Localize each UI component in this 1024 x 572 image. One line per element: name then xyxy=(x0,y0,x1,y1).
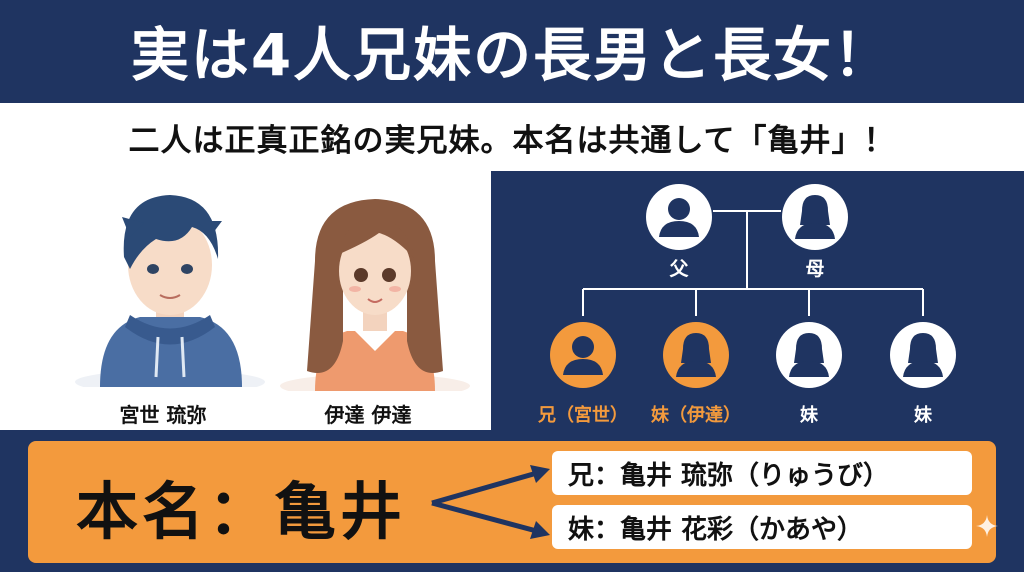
portrait-caption-sister: 伊達 伊達 xyxy=(324,403,412,427)
parent-node-mother xyxy=(782,184,848,250)
child-label-sister-3: 妹 xyxy=(913,405,933,426)
family-tree: 父 母 兄（宮世） 妹（伊達） 妹 妹 xyxy=(491,171,1024,430)
portrait-panel: 宮世 琉弥 伊達 伊達 xyxy=(0,171,491,430)
child-node-sister-2 xyxy=(776,322,842,388)
title-bar: 実は4人兄妹の長男と長女！ xyxy=(0,0,1024,100)
subtitle: 二人は正真正銘の実兄妹。本名は共通して「亀井」！ xyxy=(128,122,896,159)
parent-node-father xyxy=(646,184,712,250)
name-sister: 妹：亀井 花彩（かあや） xyxy=(568,514,864,545)
branch-arrows-icon xyxy=(431,465,550,539)
child-label-sister-1: 妹（伊達） xyxy=(650,404,741,426)
subtitle-band: 二人は正真正銘の実兄妹。本名は共通して「亀井」！ xyxy=(0,103,1024,171)
child-node-sister-1 xyxy=(663,322,729,388)
child-label-brother: 兄（宮世） xyxy=(537,404,628,426)
portrait-sister xyxy=(280,199,470,391)
child-node-brother xyxy=(550,322,616,388)
page-title: 実は4人兄妹の長男と長女！ xyxy=(130,21,894,89)
name-box-brother: 兄：亀井 琉弥（りゅうび） xyxy=(552,451,972,495)
family-tree-diagram: 父 母 兄（宮世） 妹（伊達） 妹 妹 xyxy=(537,184,956,426)
real-name-heading: 本名：亀井 xyxy=(76,475,407,548)
portrait-brother xyxy=(75,195,265,387)
name-box-sister: 妹：亀井 花彩（かあや） xyxy=(552,505,972,549)
name-brother: 兄：亀井 琉弥（りゅうび） xyxy=(568,460,890,491)
child-node-sister-3 xyxy=(890,322,956,388)
tree-lines xyxy=(582,210,924,316)
child-label-sister-2: 妹 xyxy=(799,405,819,426)
portrait-caption-brother: 宮世 琉弥 xyxy=(119,403,207,427)
parent-label-mother: 母 xyxy=(805,258,824,280)
real-name-box: 本名：亀井 兄：亀井 琉弥（りゅうび） 妹：亀井 花彩（かあや） xyxy=(28,441,996,563)
sparkle-icon xyxy=(976,515,998,537)
parent-label-father: 父 xyxy=(668,258,689,280)
